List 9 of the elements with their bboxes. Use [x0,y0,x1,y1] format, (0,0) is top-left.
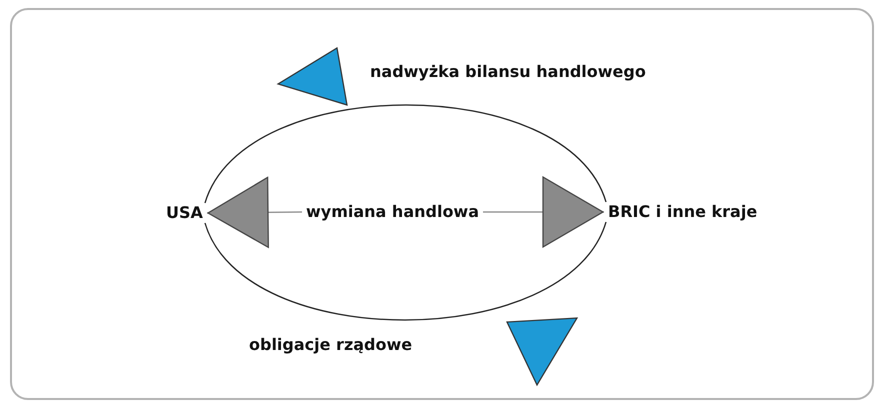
arc-line [204,104,607,204]
text-label: BRIC i inne kraje [608,202,758,222]
text-label: obligacje rządowe [249,335,412,355]
arrow [207,176,302,248]
text-label: nadwyżka bilansu handlowego [370,62,646,82]
arc-line [204,222,607,321]
text-label: USA [166,203,203,223]
text-label: wymiana handlowa [306,202,480,222]
arrow [483,176,604,248]
